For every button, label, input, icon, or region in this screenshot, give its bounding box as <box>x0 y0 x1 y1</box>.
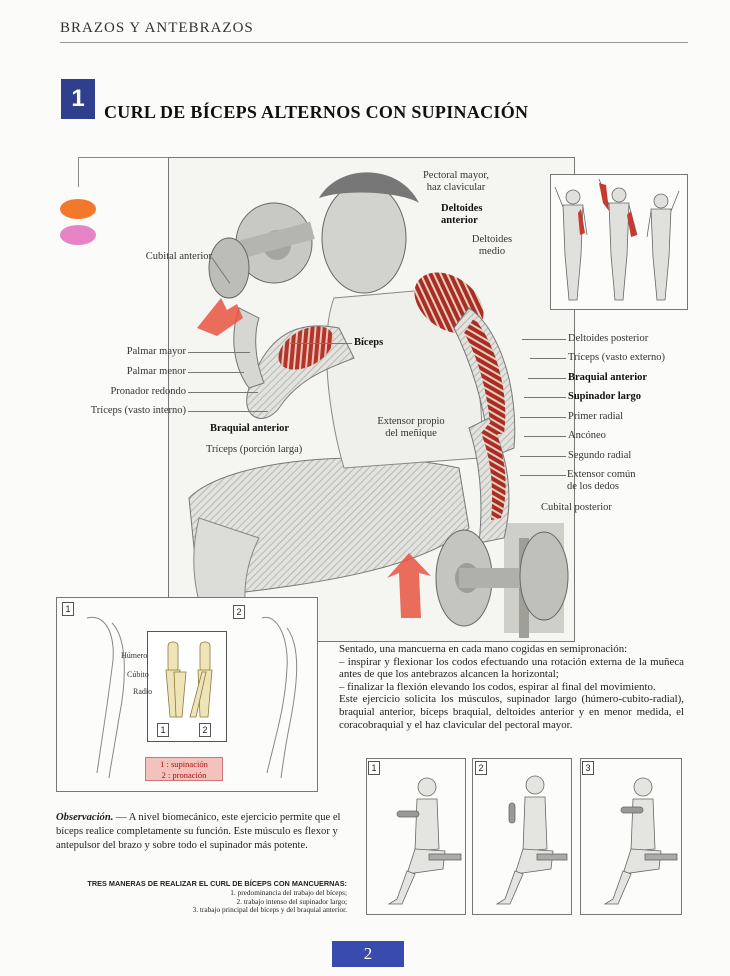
label-triceps-porcion-larga: Tríceps (porción larga) <box>206 444 303 455</box>
leader-line <box>188 372 244 373</box>
label-braquial-anterior-right: Braquial anterior <box>568 372 648 383</box>
leader-line <box>522 339 566 340</box>
label-pronador-redondo: Pronador redondo <box>110 386 186 397</box>
athlete-illustration <box>188 172 569 638</box>
leader-line <box>188 411 268 412</box>
leader-line <box>520 417 566 418</box>
label-primer-radial: Primer radial <box>568 411 624 422</box>
leader-line <box>188 352 250 353</box>
exercise-title: CURL DE BÍCEPS ALTERNOS CON SUPINACIÓN <box>104 102 529 122</box>
label-cubital-anterior: Cubital anterior <box>145 251 212 262</box>
label-biceps: Bíceps <box>354 337 384 348</box>
label-radio: Radio <box>133 687 153 696</box>
label-cubital-posterior: Cubital posterior <box>541 502 612 513</box>
inset-marker-2: 2 <box>199 723 211 737</box>
leader-line <box>528 378 566 379</box>
three-ways-list: TRES MANERAS DE REALIZAR EL CURL DE BÍCE… <box>87 879 347 915</box>
label-triceps-vasto-interno: Tríceps (vasto interno) <box>90 405 186 416</box>
label-extensor-comun: Extensor común de los dedos <box>567 469 636 492</box>
leader-line <box>520 456 566 457</box>
leader-line <box>524 436 566 437</box>
observation-note: Observación. — A nivel biomecánico, este… <box>56 812 341 851</box>
label-supinador-largo: Supinador largo <box>568 391 642 402</box>
phase-3-marker: 3 <box>582 761 594 775</box>
label-deltoides-anterior: Deltoides anterior <box>441 203 483 226</box>
label-deltoides-posterior: Deltoides posterior <box>568 333 649 344</box>
header-rule <box>60 42 688 43</box>
leader-line <box>290 343 352 344</box>
pink-dot-icon <box>60 225 96 245</box>
leader-line <box>530 358 566 359</box>
chapter-title: BRAZOS Y ANTEBRAZOS <box>60 20 254 36</box>
movement-arrow-icon <box>197 298 243 336</box>
leader-line <box>188 392 258 393</box>
label-deltoides-medio: Deltoides medio <box>471 234 513 257</box>
label-segundo-radial: Segundo radial <box>568 450 632 461</box>
bracket-line <box>78 157 168 158</box>
inset-marker-1: 1 <box>157 723 169 737</box>
phase-image-2 <box>472 758 572 915</box>
phase-image-3 <box>580 758 682 915</box>
bracket-line <box>78 157 79 187</box>
bones-box-2-marker: 2 <box>233 605 245 619</box>
leader-line <box>524 397 566 398</box>
label-humero: Húmero <box>121 651 148 660</box>
orange-dot-icon <box>60 199 96 219</box>
main-illustration <box>168 157 575 642</box>
leader-line <box>520 475 566 476</box>
label-palmar-mayor: Palmar mayor <box>126 346 186 357</box>
movement-arrow-icon <box>387 553 431 618</box>
muscle-map-thumbnail <box>550 174 688 310</box>
exercise-description: Sentado, una mancuerna en cada mano cogi… <box>339 643 684 731</box>
phase-2-marker: 2 <box>475 761 487 775</box>
phase-1-marker: 1 <box>368 761 380 775</box>
page-number: 2 <box>332 941 404 967</box>
label-braquial-anterior-left: Braquial anterior <box>210 423 290 434</box>
label-anconeo: Ancóneo <box>568 430 606 441</box>
phase-image-1 <box>366 758 466 915</box>
label-cubito: Cúbito <box>127 670 149 679</box>
exercise-number-badge: 1 <box>61 79 95 119</box>
label-pectoral-mayor: Pectoral mayor, haz clavicular <box>422 170 490 193</box>
label-extensor-propio: Extensor propio del meñique <box>377 416 445 439</box>
label-palmar-menor: Palmar menor <box>126 366 186 377</box>
bones-legend: 1 : supinación 2 : pronación <box>145 757 223 781</box>
label-triceps-vasto-externo: Tríceps (vasto externo) <box>568 352 666 363</box>
bones-box-1-marker: 1 <box>62 602 74 616</box>
